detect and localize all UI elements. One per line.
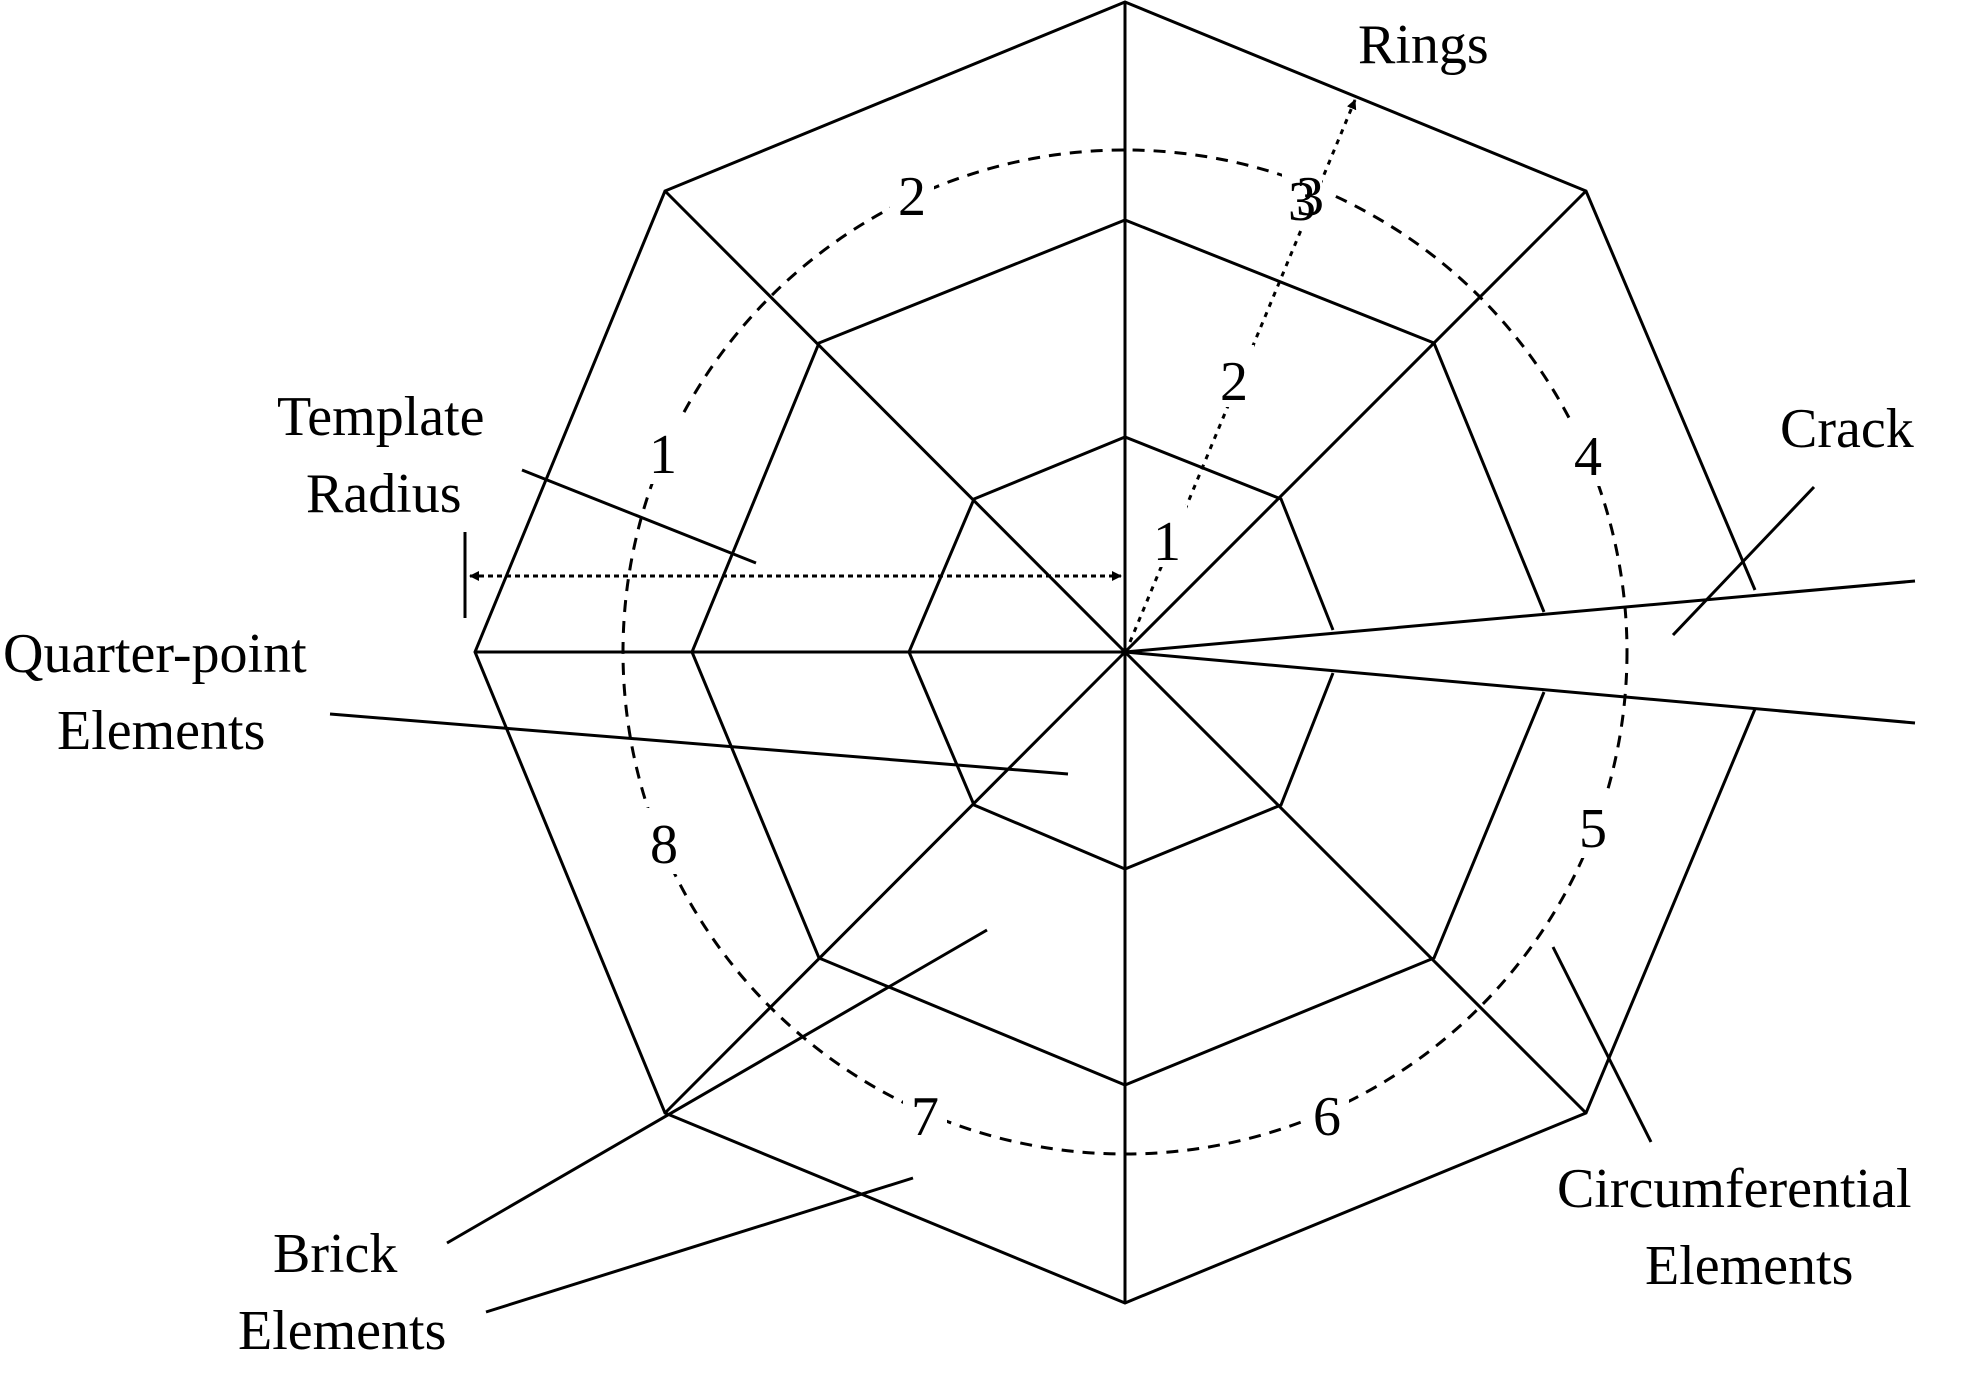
template-leader <box>521 468 757 565</box>
spoke-bottom-right <box>1123 650 1588 1115</box>
sector-number: 7 <box>911 1086 939 1148</box>
brick-label-line2: Elements <box>238 1300 446 1362</box>
quarter-point-label-line2: Elements <box>57 700 265 762</box>
spoke-bottom-left <box>663 650 1127 1115</box>
crack-face-upper <box>1124 579 1916 654</box>
callout-labels: Rings Crack Template Radius Quarter-poin… <box>3 14 1914 1362</box>
ring-numbers: 1 2 3 <box>1153 171 1316 573</box>
circumferential-leader <box>1551 946 1653 1143</box>
ring-number: 3 <box>1288 171 1316 233</box>
brick-leader-upper <box>446 928 988 1245</box>
ring-number-masks <box>1147 165 1322 567</box>
quarter-point-label-line1: Quarter-point <box>3 623 307 685</box>
crack-leader <box>1671 485 1816 637</box>
template-label-line1: Template <box>277 386 485 448</box>
sector-number: 1 <box>649 424 677 486</box>
ring-number: 2 <box>1220 351 1248 413</box>
circumferential-label-line2: Elements <box>1645 1235 1853 1297</box>
sector-number: 3 <box>1296 166 1324 228</box>
brick-leader-lower <box>485 1176 914 1314</box>
crack-face-lower <box>1124 650 1916 725</box>
mesh-grid <box>473 0 1916 1305</box>
sector-number: 8 <box>650 814 678 876</box>
circumferential-label-line1: Circumferential <box>1557 1158 1912 1220</box>
brick-label-line1: Brick <box>273 1223 397 1285</box>
sector-dashed-circle <box>621 148 1629 1156</box>
ring-number: 1 <box>1153 511 1181 573</box>
sector-number: 2 <box>898 166 926 228</box>
spoke-top-left <box>663 189 1127 654</box>
sector-numbers: 1 2 3 4 5 6 7 8 <box>649 166 1607 1148</box>
crack-label: Crack <box>1780 398 1914 460</box>
sector-number: 5 <box>1579 798 1607 860</box>
sector-number: 4 <box>1574 426 1602 488</box>
spoke-top-right <box>1123 189 1588 654</box>
rings-label: Rings <box>1358 14 1489 76</box>
sector-number: 6 <box>1313 1086 1341 1148</box>
leader-lines <box>329 468 1816 1314</box>
template-label-line2: Radius <box>306 463 462 525</box>
quarter-point-leader <box>329 712 1069 776</box>
